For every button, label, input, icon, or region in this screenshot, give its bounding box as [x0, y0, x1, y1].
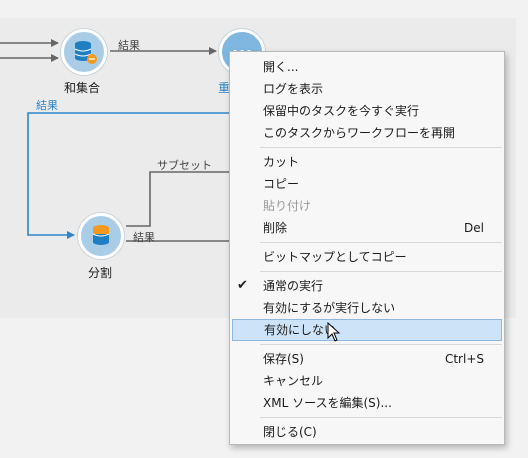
menu-item-save[interactable]: 保存(S) Ctrl+S: [230, 348, 504, 370]
database-icon: [74, 41, 97, 64]
link-label-subset: サブセット: [157, 159, 212, 172]
menu-item-enable-no-run[interactable]: 有効にするが実行しない: [263, 301, 396, 315]
link-label-result-bottom: 結果: [133, 231, 155, 244]
link-label-result-blue: 結果: [36, 99, 58, 112]
menu-separator: [260, 271, 502, 272]
split-node[interactable]: [78, 213, 124, 259]
menu-separator: [260, 417, 502, 418]
menu-item-delete-label: 削除: [263, 221, 288, 235]
menu-item-normal-run[interactable]: ✔ 通常の実行: [230, 275, 504, 297]
menu-item-open[interactable]: 開く...: [263, 60, 299, 74]
menu-separator: [260, 242, 502, 243]
menu-item-edit-xml[interactable]: XML ソースを編集(S)...: [263, 396, 392, 410]
menu-item-run-pending[interactable]: 保留中のタスクを今すぐ実行: [263, 104, 420, 118]
menu-item-normal-run-label: 通常の実行: [263, 279, 324, 293]
menu-item-cancel[interactable]: キャンセル: [263, 374, 324, 388]
workflow-links: [0, 39, 229, 242]
menu-item-disable[interactable]: 有効にしない: [232, 319, 502, 341]
union-node[interactable]: [61, 29, 107, 75]
union-node-label: 和集合: [64, 81, 101, 95]
menu-item-save-shortcut: Ctrl+S: [444, 352, 484, 366]
menu-item-copy[interactable]: コピー: [263, 177, 300, 191]
menu-item-delete-shortcut: Del: [464, 221, 484, 235]
check-icon: ✔: [237, 278, 248, 293]
menu-item-save-label: 保存(S): [263, 352, 304, 366]
menu-item-cut[interactable]: カット: [263, 155, 300, 169]
menu-separator: [260, 344, 502, 345]
context-menu: 開く... ログを表示 保留中のタスクを今すぐ実行 このタスクからワークフローを…: [229, 51, 505, 445]
menu-item-close[interactable]: 閉じる(C): [263, 425, 317, 439]
menu-item-delete[interactable]: 削除 Del: [230, 217, 504, 239]
subset-link: [126, 171, 229, 227]
menu-item-paste: 貼り付け: [263, 199, 312, 213]
menu-item-copy-bitmap[interactable]: ビットマップとしてコピー: [263, 250, 407, 264]
partial-node-label: 重: [218, 81, 231, 95]
menu-item-resume-workflow[interactable]: このタスクからワークフローを再開: [263, 126, 456, 140]
mouse-cursor-icon: [327, 322, 341, 342]
link-label-result-top: 結果: [118, 39, 140, 52]
split-node-label: 分割: [88, 266, 113, 280]
menu-separator: [260, 147, 502, 148]
menu-item-show-log[interactable]: ログを表示: [263, 82, 324, 96]
split-database-icon: [92, 225, 110, 245]
blue-result-link: [27, 112, 229, 239]
